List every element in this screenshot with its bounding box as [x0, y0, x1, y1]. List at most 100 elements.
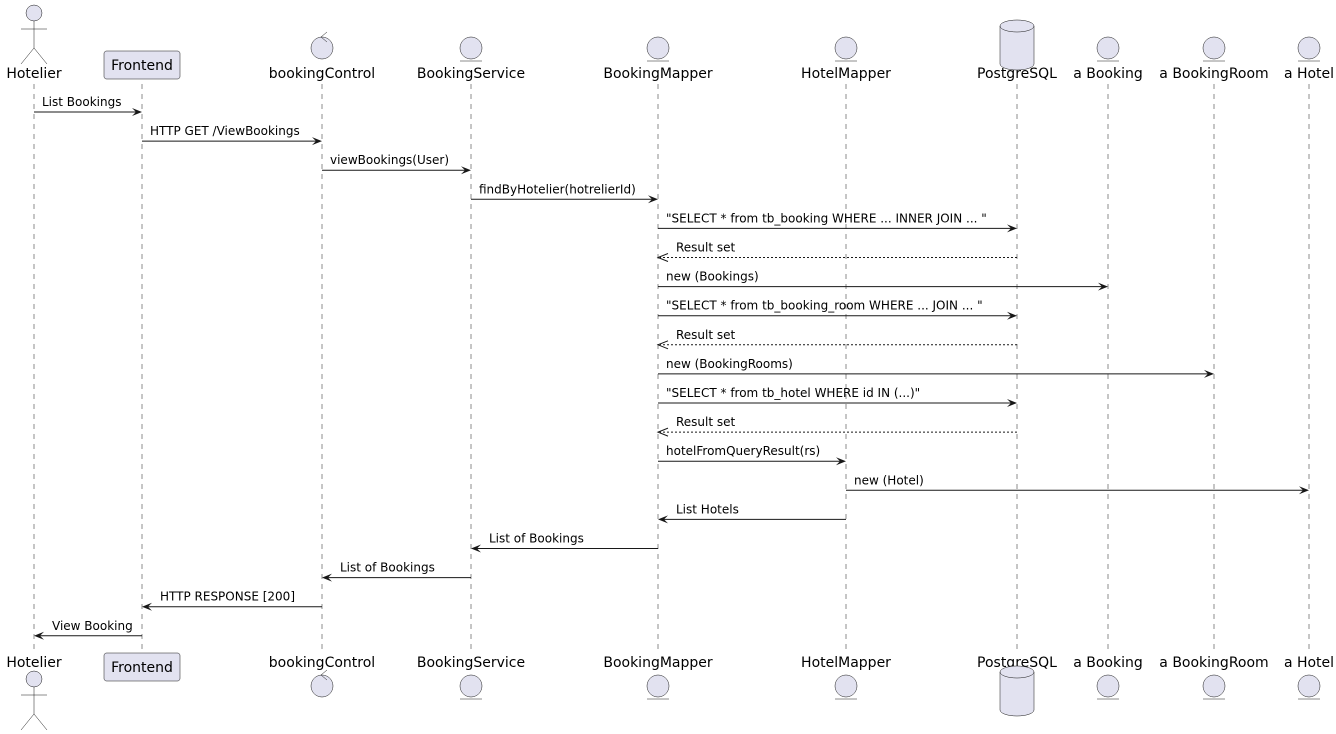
message-arrowhead — [142, 602, 152, 611]
entity-icon — [1297, 674, 1321, 700]
actor-icon — [20, 4, 48, 65]
participant-name: Frontend — [111, 58, 173, 74]
message-label: List Hotels — [676, 502, 739, 516]
message-arrowhead — [34, 631, 44, 640]
message: Result set — [656, 328, 1017, 350]
message: new (Hotel) — [846, 473, 1309, 495]
message-arrowhead — [1007, 224, 1017, 233]
message: "SELECT * from tb_hotel WHERE id IN (...… — [658, 386, 1017, 407]
entity-icon — [459, 36, 483, 62]
participant-name: a Hotel — [1284, 66, 1334, 82]
participant-name: a BookingRoom — [1159, 66, 1268, 82]
participant-name: PostgreSQL — [977, 66, 1057, 82]
message-label: hotelFromQueryResult(rs) — [666, 444, 820, 458]
participant-aBooking-top: a Booking — [1073, 36, 1143, 82]
entity-icon — [1202, 36, 1226, 62]
participant-bookingControl-top: bookingControl — [269, 31, 375, 82]
participant-name: bookingControl — [269, 66, 375, 82]
participant-name: a Hotel — [1284, 655, 1334, 671]
participant-name: BookingMapper — [603, 655, 713, 671]
participant-name: a Booking — [1073, 66, 1143, 82]
message-label: new (Hotel) — [854, 473, 924, 487]
control-icon — [310, 669, 334, 698]
participant-name: BookingService — [417, 655, 525, 671]
message-arrowhead — [1098, 282, 1108, 291]
database-icon — [999, 19, 1035, 71]
entity-icon — [1202, 674, 1226, 700]
participant-name: BookingService — [417, 66, 525, 82]
message-label: HTTP RESPONSE [200] — [160, 590, 295, 604]
message-arrowhead — [471, 544, 481, 553]
participant-name: Hotelier — [6, 655, 62, 671]
message-label: "SELECT * from tb_booking_room WHERE ...… — [666, 299, 983, 313]
message-label: new (Bookings) — [666, 270, 759, 284]
message: viewBookings(User) — [322, 153, 471, 175]
message-label: List Bookings — [42, 95, 121, 109]
participant-hotelMapper-bottom: HotelMapper — [801, 655, 891, 700]
message-label: "SELECT * from tb_booking WHERE ... INNE… — [666, 211, 987, 225]
message-arrowhead — [1007, 399, 1017, 407]
entity-icon — [1096, 674, 1120, 700]
participant-name: BookingMapper — [603, 66, 713, 82]
entity-icon — [1096, 36, 1120, 62]
entity-icon — [646, 36, 670, 62]
participant-hotelMapper-top: HotelMapper — [801, 36, 891, 82]
message-arrowhead — [1007, 311, 1017, 320]
message-arrowhead — [132, 108, 142, 116]
participant-bookingControl-bottom: bookingControl — [269, 655, 375, 698]
message: HTTP GET /ViewBookings — [142, 124, 322, 146]
message: "SELECT * from tb_booking WHERE ... INNE… — [658, 211, 1017, 233]
participant-name: a Booking — [1073, 655, 1143, 671]
message-arrowhead — [648, 195, 658, 204]
message: HTTP RESPONSE [200] — [142, 590, 322, 611]
message: new (BookingRooms) — [658, 357, 1214, 378]
participant-box — [103, 50, 181, 80]
participant-bookingMapper-bottom: BookingMapper — [603, 655, 713, 700]
participant-name: a BookingRoom — [1159, 655, 1268, 671]
message: List of Bookings — [322, 561, 471, 582]
entity-icon — [1297, 36, 1321, 62]
message-label: List of Bookings — [489, 532, 584, 546]
entity-icon — [459, 674, 483, 700]
message-label: View Booking — [52, 619, 133, 633]
message-arrowhead — [656, 340, 669, 350]
participant-aHotel-top: a Hotel — [1284, 36, 1334, 82]
participant-postgres-bottom: PostgreSQL — [977, 655, 1057, 717]
participant-aHotel-bottom: a Hotel — [1284, 655, 1334, 700]
message-arrowhead — [322, 573, 332, 582]
participant-hotelier-bottom: Hotelier — [6, 655, 62, 731]
participant-bookingService-top: BookingService — [417, 36, 525, 82]
participant-box — [103, 652, 181, 682]
message-arrowhead — [656, 253, 669, 262]
message-arrowhead — [312, 137, 322, 146]
message-label: Result set — [676, 328, 736, 342]
entity-icon — [646, 674, 670, 700]
participant-frontend-bottom: Frontend — [103, 652, 181, 682]
participant-name: Hotelier — [6, 66, 62, 82]
message: Result set — [656, 415, 1017, 437]
message-arrowhead — [461, 166, 471, 175]
message-label: "SELECT * from tb_hotel WHERE id IN (...… — [666, 386, 920, 400]
message-label: Result set — [676, 241, 736, 255]
participant-name: HotelMapper — [801, 66, 891, 82]
participant-bookingService-bottom: BookingService — [417, 655, 525, 700]
message-arrowhead — [1204, 369, 1214, 378]
message-label: List of Bookings — [340, 561, 435, 575]
control-icon — [310, 31, 334, 60]
message: List Bookings — [34, 95, 142, 116]
message-label: Result set — [676, 415, 736, 429]
participant-name: bookingControl — [269, 655, 375, 671]
participant-name: PostgreSQL — [977, 655, 1057, 671]
entity-icon — [834, 674, 858, 700]
message: findByHotelier(hotrelierId) — [471, 182, 658, 204]
participant-aBookingRoom-top: a BookingRoom — [1159, 36, 1269, 82]
message-label: new (BookingRooms) — [666, 357, 793, 371]
message: hotelFromQueryResult(rs) — [658, 444, 846, 466]
message: View Booking — [34, 619, 142, 640]
message-label: HTTP GET /ViewBookings — [150, 124, 300, 138]
database-icon — [999, 665, 1035, 717]
participant-hotelier-top: Hotelier — [6, 4, 62, 82]
participant-aBooking-bottom: a Booking — [1073, 655, 1143, 700]
